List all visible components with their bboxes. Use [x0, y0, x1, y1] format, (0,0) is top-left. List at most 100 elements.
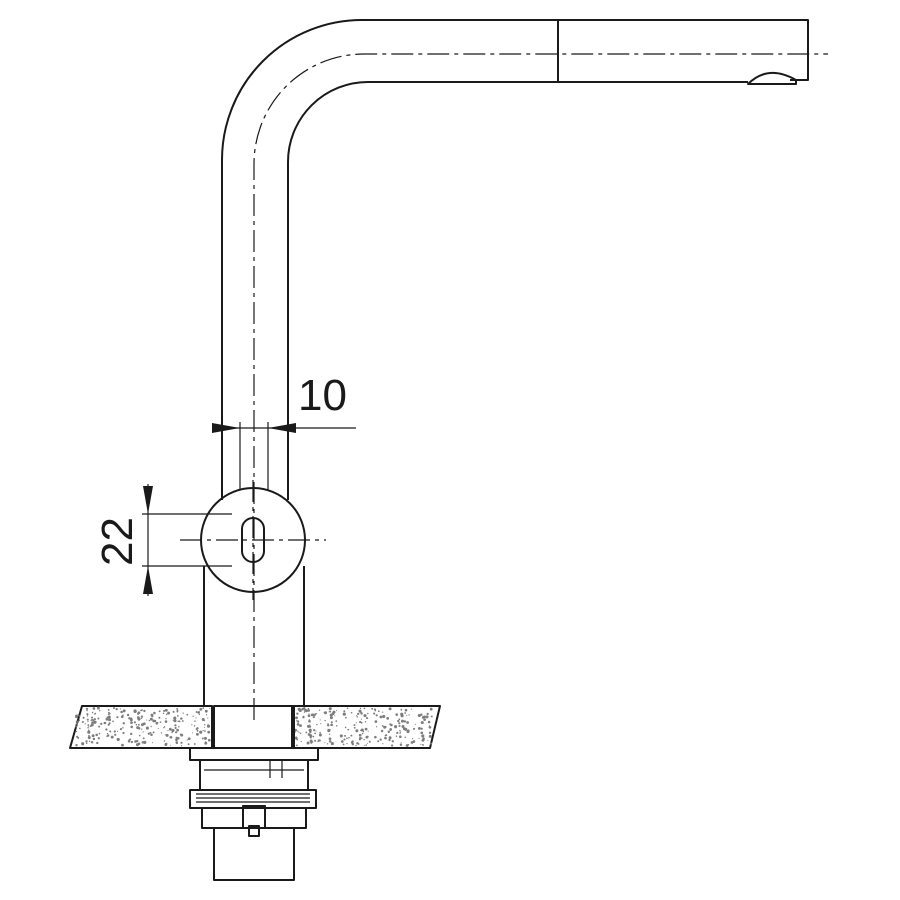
granite-speckle [105, 722, 107, 724]
granite-speckle [361, 732, 364, 735]
granite-speckle [187, 737, 191, 741]
granite-speckle [165, 718, 167, 720]
granite-speckle [122, 714, 124, 717]
countertop [69, 705, 441, 749]
granite-speckle [316, 723, 318, 726]
granite-speckle [149, 731, 152, 734]
granite-speckle [306, 741, 310, 745]
granite-speckle [328, 733, 331, 735]
granite-speckle [205, 714, 208, 716]
granite-speckle [87, 720, 89, 722]
granite-speckle [332, 710, 336, 714]
granite-speckle [196, 729, 199, 732]
granite-speckle [330, 723, 333, 727]
granite-speckle [130, 721, 133, 724]
granite-speckle [318, 709, 321, 711]
granite-speckle [113, 730, 116, 733]
arrowhead-right-icon [268, 423, 296, 433]
granite-speckle [328, 740, 332, 743]
granite-speckle [408, 714, 410, 716]
granite-speckle [207, 717, 209, 719]
granite-speckle [312, 716, 315, 719]
granite-speckle [133, 721, 136, 724]
granite-speckle [371, 707, 374, 710]
granite-speckle [320, 723, 322, 725]
granite-speckle [420, 743, 422, 746]
granite-speckle [85, 742, 88, 744]
granite-speckle [186, 739, 188, 741]
granite-speckle [350, 734, 353, 737]
granite-speckle [385, 734, 388, 737]
granite-speckle [122, 709, 126, 713]
granite-speckle [169, 735, 173, 739]
granite-speckle [108, 712, 111, 715]
granite-speckle [308, 713, 310, 715]
granite-speckle [77, 714, 80, 716]
granite-speckle [163, 709, 166, 712]
granite-speckle [318, 733, 322, 737]
granite-speckle [204, 724, 206, 726]
granite-speckle [96, 706, 100, 710]
granite-speckle [313, 729, 316, 732]
spout-tube [221, 19, 828, 720]
granite-speckle [335, 720, 338, 722]
granite-speckle [143, 740, 147, 744]
granite-speckle [366, 743, 368, 744]
granite-speckle [204, 741, 207, 743]
granite-speckle [400, 712, 404, 716]
granite-speckle [405, 744, 409, 747]
granite-speckle [167, 730, 169, 732]
granite-speckle [100, 722, 103, 726]
granite-speckle [352, 741, 354, 743]
granite-speckle [108, 722, 111, 725]
granite-speckle [87, 724, 90, 726]
granite-speckle [363, 714, 367, 718]
granite-speckle [163, 726, 165, 729]
granite-speckle [112, 720, 114, 723]
granite-speckle [425, 715, 429, 719]
granite-speckle [158, 710, 161, 713]
granite-speckle [91, 721, 95, 725]
granite-speckle [126, 713, 130, 717]
granite-speckle [365, 744, 368, 746]
granite-speckle [329, 710, 332, 713]
granite-speckle [391, 744, 394, 747]
granite-speckle [314, 732, 316, 735]
granite-speckle [75, 744, 78, 747]
granite-speckle [202, 707, 205, 709]
granite-speckle [93, 718, 97, 721]
granite-speckle [399, 732, 401, 734]
granite-speckle [192, 715, 194, 717]
granite-speckle [427, 740, 429, 741]
granite-speckle [86, 718, 89, 721]
granite-speckle [174, 724, 177, 727]
granite-speckle [310, 741, 313, 744]
granite-speckle [92, 707, 96, 710]
granite-speckle [423, 718, 426, 721]
granite-speckle [149, 717, 153, 721]
granite-speckle [296, 723, 300, 726]
granite-speckle [396, 731, 399, 735]
granite-speckle [404, 708, 408, 712]
granite-speckle [207, 738, 211, 742]
granite-speckle [202, 729, 204, 732]
granite-speckle [400, 736, 402, 739]
granite-speckle [116, 716, 119, 719]
granite-speckle [129, 738, 132, 741]
granite-speckle [145, 726, 149, 730]
granite-speckle [360, 729, 362, 731]
granite-speckle [324, 742, 326, 744]
granite-speckle [387, 730, 391, 734]
granite-speckle [107, 715, 111, 719]
granite-speckle [105, 718, 108, 721]
granite-speckle [157, 722, 159, 724]
granite-speckle [86, 709, 88, 712]
granite-speckle [142, 722, 146, 726]
granite-speckle [191, 724, 193, 726]
granite-speckle [344, 726, 347, 729]
granite-speckle [99, 710, 101, 712]
granite-speckle [324, 719, 326, 722]
granite-speckle [171, 731, 173, 734]
granite-speckle [428, 731, 432, 734]
